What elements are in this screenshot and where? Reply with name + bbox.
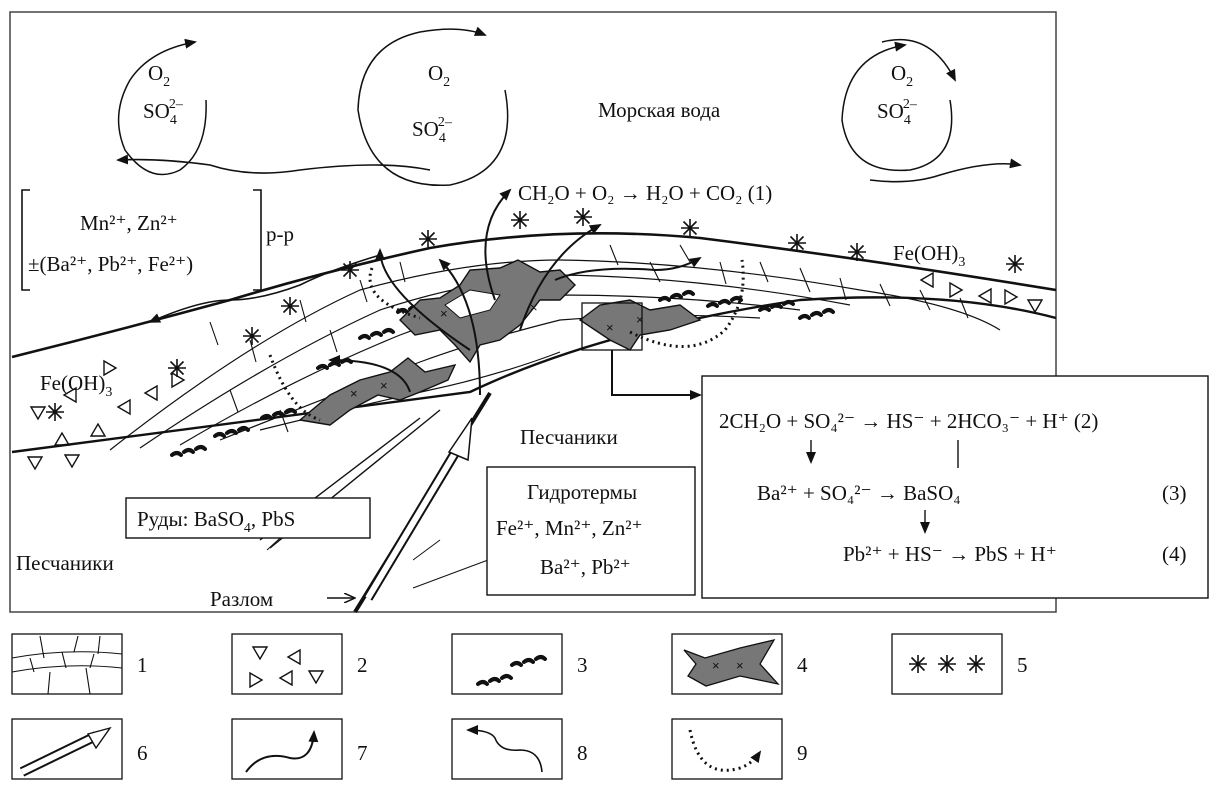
fe-oh-right: Fe(OH)3 — [893, 241, 965, 270]
svg-text:×: × — [606, 320, 614, 335]
ore-body-left — [298, 357, 457, 426]
svg-text:(4): (4) — [1162, 542, 1187, 566]
svg-text:1: 1 — [137, 653, 148, 677]
svg-text:9: 9 — [797, 741, 808, 765]
svg-text:8: 8 — [577, 741, 588, 765]
svg-text:SO42–: SO42– — [877, 97, 918, 128]
ore-body-right — [578, 299, 702, 351]
reaction-1: CH₂O + O₂ → H₂O + CO₂ (1) — [518, 181, 772, 205]
sandstone-label-right: Песчаники — [520, 425, 618, 449]
svg-text:×: × — [712, 658, 720, 673]
legend-item-9: 9 — [671, 718, 808, 780]
circulation-cell-right: O2 SO42– — [841, 38, 956, 172]
svg-text:O2: O2 — [428, 61, 450, 90]
sandstone-label-left: Песчаники — [16, 551, 114, 575]
fault-label: Разлом — [210, 587, 273, 611]
svg-text:×: × — [380, 378, 388, 393]
svg-text:5: 5 — [1017, 653, 1028, 677]
svg-text:Гидротермы: Гидротермы — [527, 480, 637, 504]
legend-item-3: 3 — [451, 633, 588, 695]
svg-text:4: 4 — [797, 653, 808, 677]
svg-text:2CH₂O + SO₄²⁻ → HS⁻ + 2HCO₃⁻ +: 2CH₂O + SO₄²⁻ → HS⁻ + 2HCO₃⁻ + H⁺ (2) — [719, 409, 1098, 433]
ores-box: Руды: BaSO4, PbS — [125, 497, 371, 539]
svg-text:Ba²⁺ + SO₄²⁻ → BaSO₄: Ba²⁺ + SO₄²⁻ → BaSO₄ — [757, 481, 961, 505]
svg-text:6: 6 — [137, 741, 148, 765]
svg-text:Fe²⁺, Mn²⁺, Zn²⁺: Fe²⁺, Mn²⁺, Zn²⁺ — [496, 516, 643, 540]
svg-text:O2: O2 — [148, 61, 170, 90]
svg-text:3: 3 — [577, 653, 588, 677]
svg-text:2: 2 — [357, 653, 368, 677]
cross-section: × × × × × × — [11, 154, 1057, 614]
legend-item-8: 8 — [451, 718, 588, 780]
legend-item-1: 1 — [11, 633, 148, 695]
svg-text:Руды: BaSO4, PbS: Руды: BaSO4, PbS — [137, 507, 295, 536]
svg-text:×: × — [736, 658, 744, 673]
svg-text:Ba²⁺, Pb²⁺: Ba²⁺, Pb²⁺ — [540, 555, 631, 579]
reactions-box: 2CH₂O + SO₄²⁻ → HS⁻ + 2HCO₃⁻ + H⁺ (2) Ba… — [701, 375, 1209, 599]
svg-text:O2: O2 — [891, 61, 913, 90]
svg-text:×: × — [636, 312, 644, 327]
legend-item-4: × × 4 — [671, 633, 808, 695]
circulation-cell-center: O2 SO42– — [357, 26, 509, 187]
svg-text:р-р: р-р — [266, 222, 294, 246]
hydrotherm-box: Гидротермы Fe²⁺, Mn²⁺, Zn²⁺ Ba²⁺, Pb²⁺ — [486, 466, 696, 596]
solution-bracket: Mn²⁺, Zn²⁺ ±(Ba²⁺, Pb²⁺, Fe²⁺) р-р — [21, 189, 294, 291]
legend-item-6: 6 — [11, 718, 148, 780]
circulation-cell-left: O2 SO42– — [117, 38, 207, 176]
fe-oh-left: Fe(OH)3 — [40, 371, 112, 400]
legend-item-5: 5 — [891, 633, 1028, 695]
legend-item-7: 7 — [231, 718, 368, 780]
svg-text:×: × — [440, 306, 448, 321]
svg-text:(3): (3) — [1162, 481, 1187, 505]
svg-text:×: × — [530, 300, 538, 315]
svg-text:×: × — [350, 386, 358, 401]
legend-item-2: 2 — [231, 633, 368, 695]
svg-text:±(Ba²⁺, Pb²⁺, Fe²⁺): ±(Ba²⁺, Pb²⁺, Fe²⁺) — [28, 252, 193, 276]
seafloor-surface — [11, 232, 1057, 359]
svg-text:7: 7 — [357, 741, 368, 765]
sea-water-label: Морская вода — [598, 98, 721, 122]
svg-text:Mn²⁺, Zn²⁺: Mn²⁺, Zn²⁺ — [80, 211, 178, 235]
svg-text:SO42–: SO42– — [412, 115, 453, 146]
svg-text:Pb²⁺ + HS⁻ → PbS + H⁺: Pb²⁺ + HS⁻ → PbS + H⁺ — [843, 542, 1057, 566]
legend: 1 2 3 × × 4 5 — [11, 633, 1028, 780]
svg-text:SO42–: SO42– — [143, 97, 184, 128]
